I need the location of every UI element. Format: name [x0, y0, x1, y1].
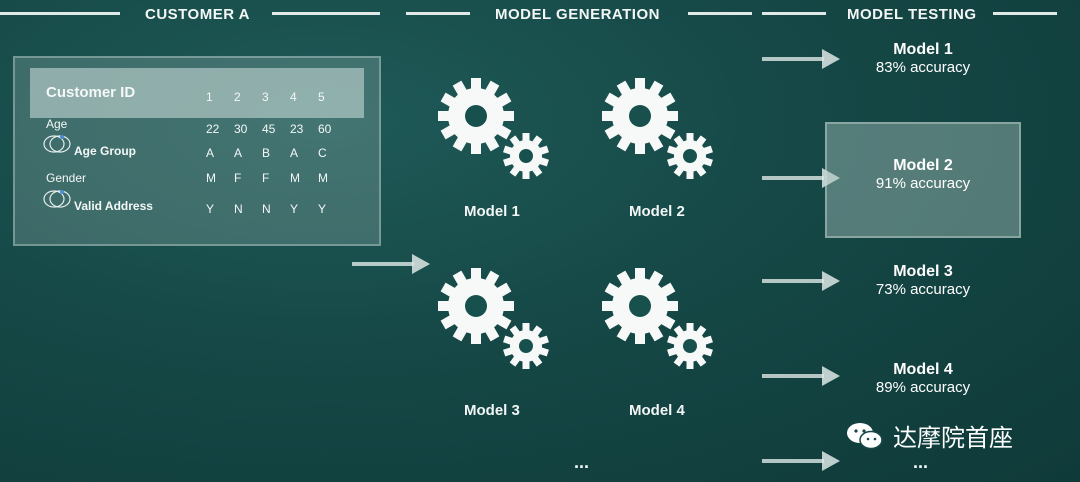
table-cell: N	[234, 202, 243, 216]
header-rule	[0, 12, 120, 15]
table-cell: F	[234, 171, 242, 185]
table-cell: Y	[290, 202, 299, 216]
table-cell: 45	[262, 122, 276, 136]
id-cell: 5	[318, 90, 325, 104]
id-cell: 4	[290, 90, 297, 104]
header-customer: CUSTOMER A	[145, 6, 251, 23]
table-cell: A	[290, 146, 299, 160]
id-cell: 3	[262, 90, 269, 104]
table-cell: A	[234, 146, 243, 160]
customer-id-header	[30, 68, 364, 118]
result-accuracy: 91% accuracy	[875, 175, 971, 192]
result-accuracy: 89% accuracy	[875, 379, 971, 396]
header-generation: MODEL GENERATION	[495, 6, 660, 23]
header-rule	[272, 12, 380, 15]
input-arrow-icon	[352, 254, 430, 274]
result-model-2: Model 2 91% accuracy	[838, 157, 1008, 192]
table-cell: M	[318, 171, 328, 185]
table-cell: Y	[318, 202, 327, 216]
table-cell: 22	[206, 122, 220, 136]
table-cell: 23	[290, 122, 304, 136]
table-cell: B	[262, 146, 271, 160]
result-model-4: Model 4 89% accuracy	[838, 361, 1008, 396]
gear-icon	[438, 268, 549, 369]
table-cell: F	[262, 171, 270, 185]
table-cell: Y	[206, 202, 215, 216]
watermark: 达摩院首座	[845, 418, 1013, 453]
venn-icon	[43, 190, 71, 208]
table-cell: M	[206, 171, 216, 185]
row-label-valid-address: Valid Address	[74, 199, 153, 213]
result-model-3: Model 3 73% accuracy	[838, 263, 1008, 298]
result-accuracy: 83% accuracy	[875, 59, 971, 76]
result-name: Model 4	[893, 361, 953, 378]
model-label: Model 4	[629, 402, 685, 419]
result-name: Model 1	[893, 41, 953, 58]
table-cell: 30	[234, 122, 248, 136]
header-rule	[762, 12, 826, 15]
gear-icon	[602, 268, 713, 369]
id-cell: 1	[206, 90, 213, 104]
header-rule	[406, 12, 470, 15]
table-cell: C	[318, 146, 327, 160]
gear-icon	[438, 78, 549, 179]
result-accuracy: 73% accuracy	[875, 281, 971, 298]
table-cell: 60	[318, 122, 332, 136]
header-rule	[688, 12, 752, 15]
best-model-highlight	[825, 122, 1021, 238]
model-label: Model 2	[629, 203, 685, 220]
generation-ellipsis: ...	[574, 452, 590, 472]
customer-data-panel	[13, 56, 381, 246]
result-name: Model 2	[893, 157, 953, 174]
arrow-icon	[762, 271, 840, 291]
row-label-age-group: Age Group	[74, 144, 136, 158]
arrow-icon	[762, 451, 840, 471]
model-label: Model 1	[464, 203, 520, 220]
watermark-text: 达摩院首座	[893, 425, 1013, 452]
customer-id-label: Customer ID	[46, 84, 136, 101]
result-name: Model 3	[893, 263, 953, 280]
results-ellipsis: ...	[913, 452, 929, 472]
header-rule	[993, 12, 1057, 15]
model-label: Model 3	[464, 402, 520, 419]
result-model-1: Model 1 83% accuracy	[838, 41, 1008, 76]
row-label-gender: Gender	[46, 171, 87, 185]
gear-icon	[602, 78, 713, 179]
arrow-icon	[762, 49, 840, 69]
table-cell: M	[290, 171, 300, 185]
row-label-age: Age	[46, 117, 68, 131]
table-cell: A	[206, 146, 215, 160]
venn-icon	[43, 135, 71, 153]
wechat-icon	[847, 422, 883, 449]
header-testing: MODEL TESTING	[847, 6, 977, 23]
id-cell: 2	[234, 90, 241, 104]
arrow-icon	[762, 366, 840, 386]
table-cell: N	[262, 202, 271, 216]
